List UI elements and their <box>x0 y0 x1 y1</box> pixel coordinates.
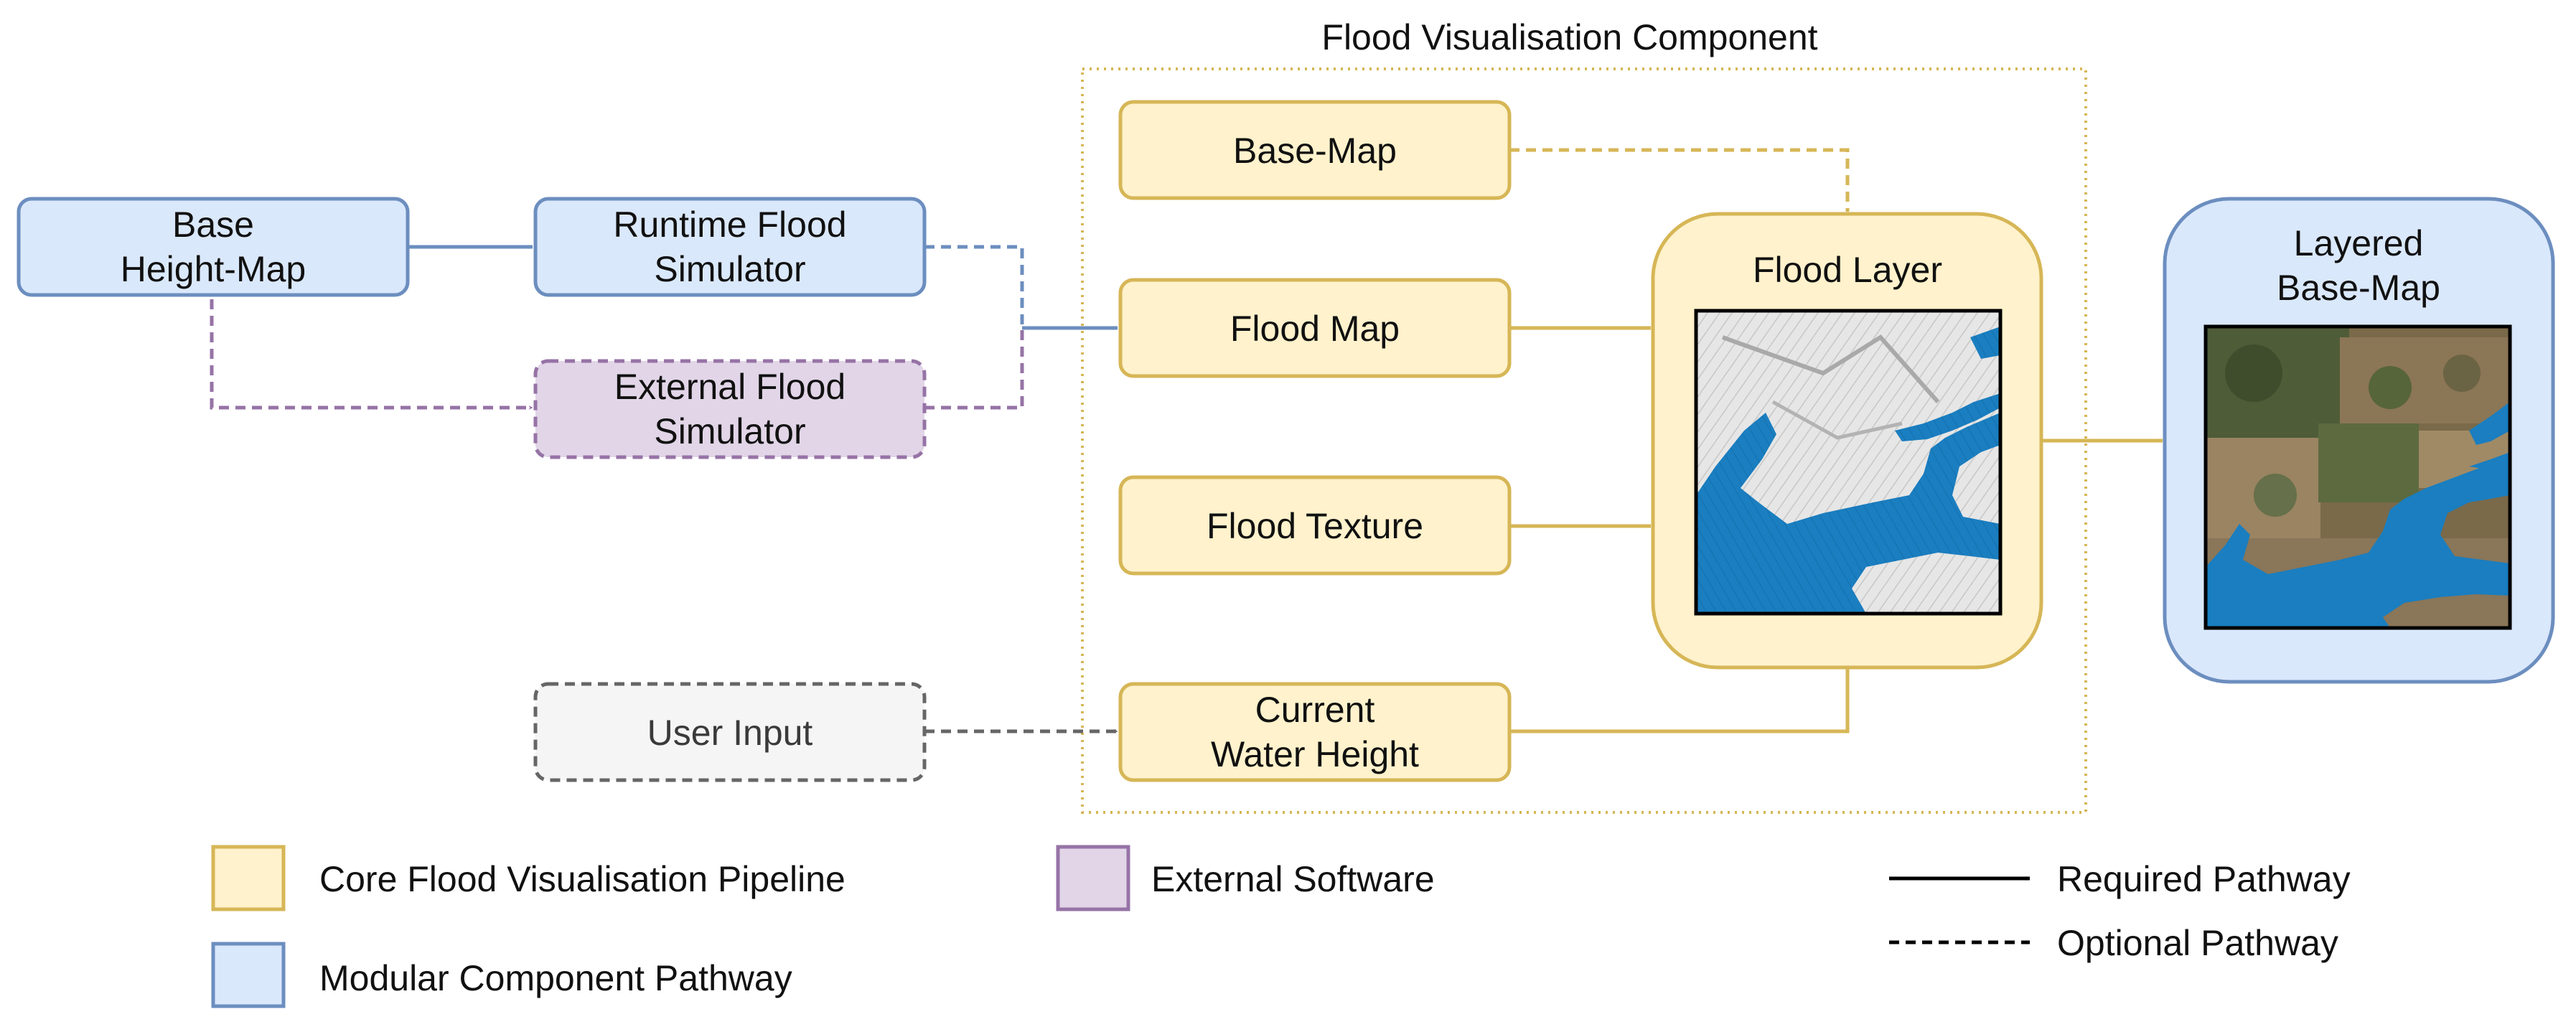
node-base-height-map-line-2: Height-Map <box>121 249 306 289</box>
node-external-flood-simulator: External Flood Simulator <box>533 359 927 459</box>
flood-visualisation-component-container <box>1081 67 2087 814</box>
node-layered-base-map-line-1: Layered <box>2294 223 2424 263</box>
node-flood-texture-label: Flood Texture <box>1207 506 1423 546</box>
legend-modular-label: Modular Component Pathway <box>319 958 792 998</box>
node-current-water-height: Current Water Height <box>1118 682 1512 782</box>
edge-heightmap-to-external <box>210 299 533 410</box>
node-runtime-flood-simulator: Runtime Flood Simulator <box>533 197 927 297</box>
node-flood-texture: Flood Texture <box>1118 475 1512 576</box>
flood-layer-terrain-image <box>1696 311 2000 614</box>
node-external-flood-simulator-line-1: External Flood <box>614 367 846 407</box>
node-base-height-map: Base Height-Map <box>17 197 410 297</box>
legend-core-label: Core Flood Visualisation Pipeline <box>319 859 846 899</box>
legend-external: External Software <box>1056 845 1435 911</box>
legend-core-swatch <box>211 845 286 911</box>
node-external-flood-simulator-line-2: Simulator <box>654 411 805 451</box>
legend-optional: Optional Pathway <box>1889 923 2338 963</box>
legend: Core Flood Visualisation Pipeline Modula… <box>211 845 2351 1008</box>
layered-base-map-image-frame <box>2203 324 2512 630</box>
node-flood-layer-label: Flood Layer <box>1753 250 1942 290</box>
component-title: Flood Visualisation Component <box>1321 17 1817 57</box>
legend-modular: Modular Component Pathway <box>211 942 792 1008</box>
legend-modular-swatch <box>211 942 286 1008</box>
legend-optional-label: Optional Pathway <box>2057 923 2338 963</box>
legend-required: Required Pathway <box>1889 859 2351 899</box>
legend-core: Core Flood Visualisation Pipeline <box>211 845 846 911</box>
legend-external-swatch <box>1056 845 1130 911</box>
node-current-water-height-line-2: Water Height <box>1211 734 1419 774</box>
node-flood-layer: Flood Layer <box>1651 212 2043 670</box>
node-base-height-map-line-1: Base <box>172 205 254 245</box>
node-layered-base-map-line-2: Base-Map <box>2277 268 2440 308</box>
layered-base-map-satellite-image <box>2206 327 2510 628</box>
flood-layer-image-frame <box>1694 309 2003 616</box>
node-user-input: User Input <box>533 682 927 782</box>
node-current-water-height-line-1: Current <box>1255 690 1375 730</box>
edge-external-to-floodmap <box>924 328 1024 410</box>
legend-required-label: Required Pathway <box>2057 859 2351 899</box>
node-user-input-label: User Input <box>647 713 813 753</box>
node-runtime-flood-simulator-line-2: Simulator <box>654 249 805 289</box>
legend-external-label: External Software <box>1151 859 1435 899</box>
node-base-map-label: Base-Map <box>1233 131 1397 171</box>
edge-waterheight-to-floodlayer <box>1509 667 1850 733</box>
node-base-map: Base-Map <box>1118 100 1512 200</box>
node-flood-map-label: Flood Map <box>1230 309 1400 349</box>
edge-basemap-to-floodlayer <box>1509 148 1850 212</box>
edge-runtime-to-floodmap <box>924 245 1024 328</box>
node-runtime-flood-simulator-line-1: Runtime Flood <box>613 205 846 245</box>
node-layered-base-map: Layered Base-Map <box>2163 197 2555 684</box>
node-flood-map: Flood Map <box>1118 278 1512 378</box>
